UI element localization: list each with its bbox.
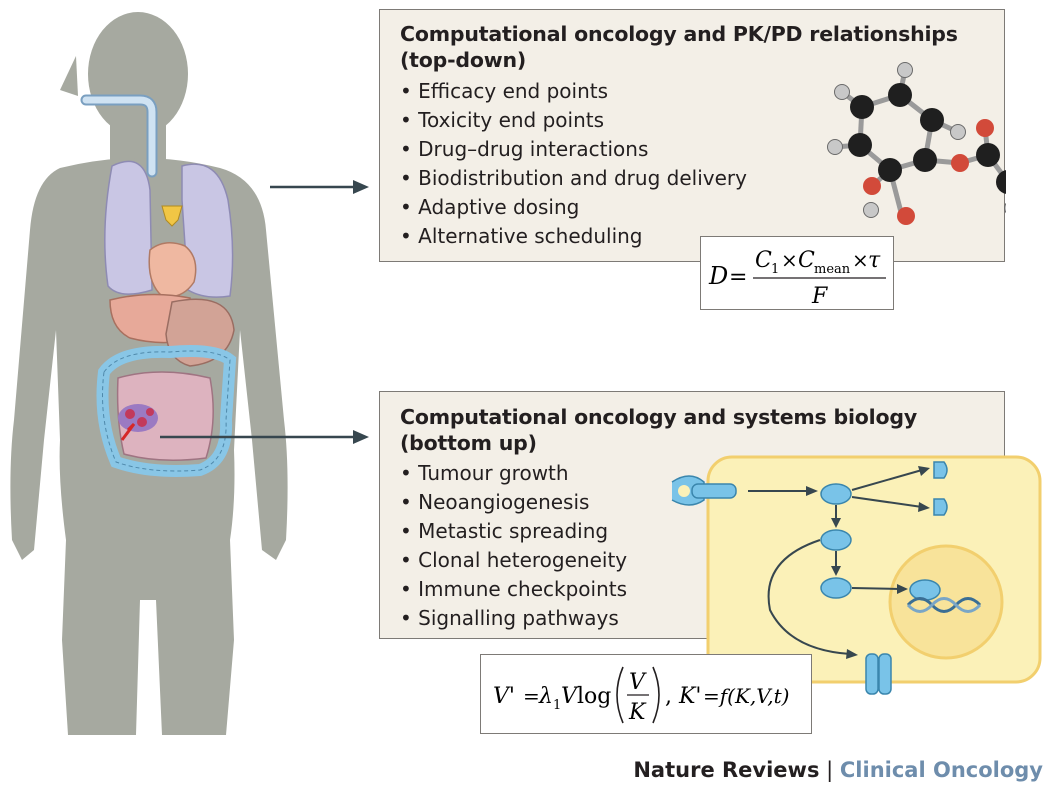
list-item: Adaptive dosing	[400, 193, 747, 222]
list-item: Neoangiogenesis	[400, 488, 627, 517]
bottom-panel-title-line2: (bottom up)	[400, 431, 537, 455]
top-panel-title-line1: Computational oncology and PK/PD relatio…	[400, 22, 958, 46]
formula-c1: C	[755, 248, 772, 273]
head	[88, 12, 188, 136]
oxygen-atom	[897, 207, 915, 225]
list-item: Alternative scheduling	[400, 222, 747, 251]
heart	[148, 242, 197, 298]
formula-vprime: V'	[493, 684, 515, 709]
right-paren	[652, 666, 660, 724]
formula-comma: ,	[665, 684, 672, 709]
carbon-atom	[848, 133, 872, 157]
tumour-mass	[118, 404, 158, 432]
list-item: Tumour growth	[400, 459, 627, 488]
bottom-panel-title-line1: Computational oncology and systems biolo…	[400, 405, 918, 429]
molecule-illustration	[827, 62, 1006, 225]
journal-footer: Nature Reviews | Clinical Oncology	[633, 758, 1043, 782]
formula-frac-num: V	[629, 670, 647, 695]
top-panel-bullet-list: Efficacy end points Toxicity end points …	[400, 77, 747, 251]
dose-formula-svg: D = C 1 × C mean × τ F	[708, 248, 886, 309]
formula-f: F	[811, 284, 828, 309]
oxygen-atom	[976, 119, 994, 137]
dose-formula: D = C 1 × C mean × τ F	[700, 236, 894, 310]
hydrogen-atom	[950, 124, 966, 140]
carbon-atom	[888, 83, 912, 107]
carbon-atom	[996, 170, 1006, 194]
formula-frac-den: K	[628, 700, 647, 725]
left-lung	[104, 160, 153, 295]
top-panel-title-line2: (top-down)	[400, 48, 527, 72]
formula-kprime: K'	[678, 684, 701, 709]
carbon-atom	[913, 148, 937, 172]
list-item: Efficacy end points	[400, 77, 747, 106]
oxygen-atom	[863, 177, 881, 195]
formula-equals: =	[523, 684, 540, 708]
formula-d: D	[708, 262, 728, 290]
hydrogen-atom	[834, 84, 850, 100]
formula-times: ×	[852, 248, 869, 272]
formula-times: ×	[781, 248, 798, 272]
list-item: Biodistribution and drug delivery	[400, 164, 747, 193]
list-item: Signalling pathways	[400, 604, 627, 633]
list-item: Metastic spreading	[400, 517, 627, 546]
trachea	[82, 96, 156, 176]
tumour-cell	[146, 408, 154, 416]
list-item: Clonal heterogeneity	[400, 546, 627, 575]
formula-tau: τ	[868, 248, 881, 273]
formula-log: log	[577, 684, 611, 709]
formula-cmean: C	[798, 248, 815, 273]
tumour-vessel	[120, 422, 136, 441]
formula-rhs: =f(K,V,t)	[703, 684, 789, 708]
journal-subject: Clinical Oncology	[839, 758, 1043, 782]
top-down-panel: Computational oncology and PK/PD relatio…	[379, 9, 1006, 262]
hydrogen-atom	[827, 139, 843, 155]
list-item: Drug–drug interactions	[400, 135, 747, 164]
formula-equals: =	[729, 265, 747, 290]
bottom-up-panel: Computational oncology and systems biolo…	[379, 391, 1005, 639]
carbon-atom	[878, 158, 902, 182]
connector-arrows	[160, 180, 369, 444]
hydrogen-atom	[1004, 202, 1006, 214]
growth-formula-svg: V' = λ 1 V log V K , K' =f(K,V,t)	[493, 666, 789, 725]
growth-formula: V' = λ 1 V log V K , K' =f(K,V,t)	[480, 654, 812, 734]
footer-separator: |	[819, 758, 840, 782]
tumour-cell	[125, 409, 135, 419]
top-panel-title: Computational oncology and PK/PD relatio…	[400, 21, 958, 73]
nose	[60, 56, 78, 96]
carbon-atom	[920, 108, 944, 132]
list-item: Immune checkpoints	[400, 575, 627, 604]
carbon-atom	[850, 95, 874, 119]
hydrogen-atom	[863, 202, 879, 218]
tumour-cell	[137, 417, 147, 427]
formula-v: V	[561, 684, 579, 709]
left-paren	[616, 666, 624, 724]
formula-lambda-sub: 1	[553, 698, 561, 713]
journal-name: Nature Reviews	[633, 758, 820, 782]
thyroid	[161, 205, 183, 227]
formula-lambda: λ	[538, 684, 553, 709]
list-item: Toxicity end points	[400, 106, 747, 135]
bottom-panel-title: Computational oncology and systems biolo…	[400, 404, 917, 456]
formula-cmean-sub: mean	[814, 262, 851, 277]
tumour	[118, 404, 158, 441]
formula-c1-sub: 1	[771, 262, 779, 277]
oxygen-atom	[951, 154, 969, 172]
bottom-connector-arrowhead	[353, 430, 369, 444]
colon-segments	[102, 350, 231, 472]
top-connector-arrowhead	[353, 180, 369, 194]
carbon-atom	[976, 143, 1000, 167]
hydrogen-atom	[897, 62, 913, 78]
bottom-panel-bullet-list: Tumour growth Neoangiogenesis Metastic s…	[400, 459, 627, 633]
